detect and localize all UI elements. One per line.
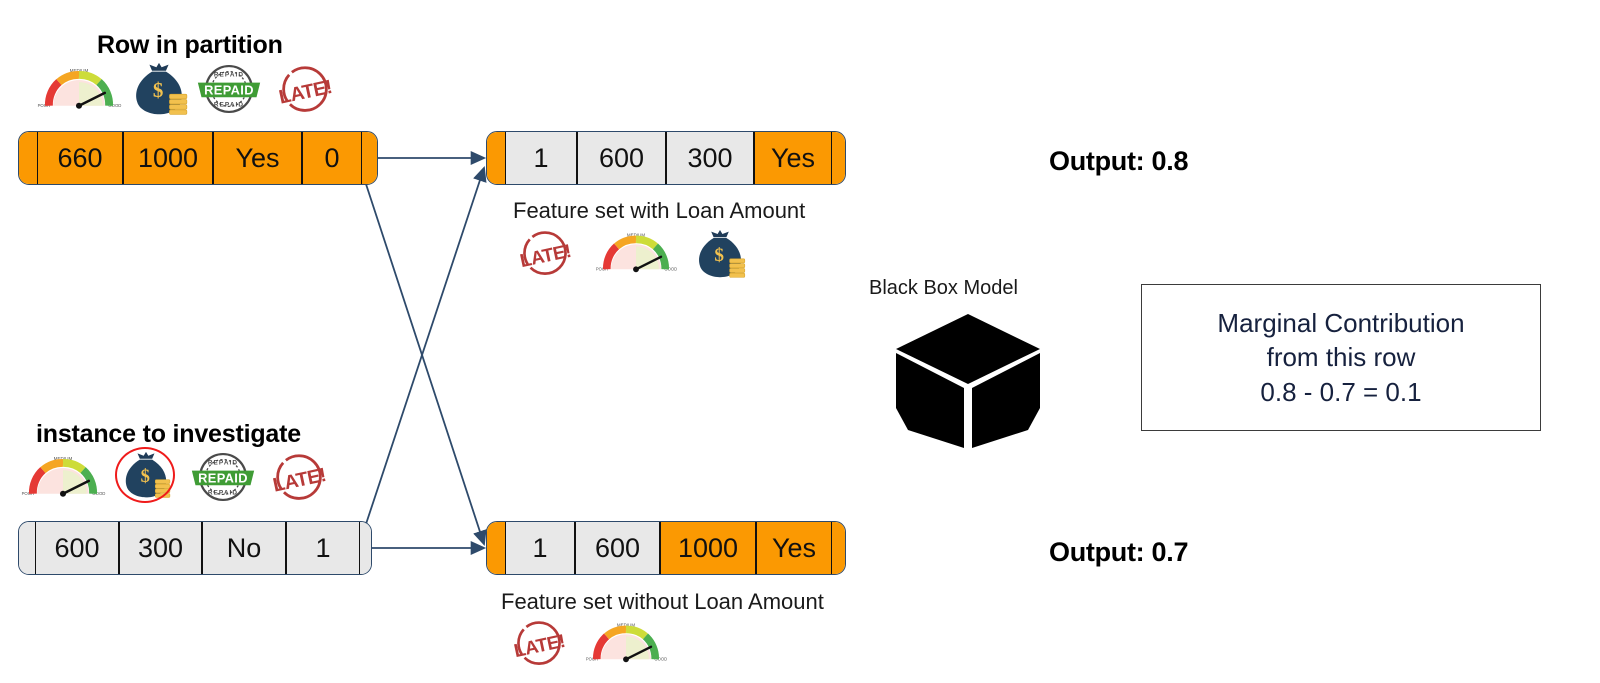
cell-loan-amount: 1000 <box>123 132 213 184</box>
late-stamp-icon: LATE! <box>268 452 330 504</box>
cell-credit-score: 600 <box>575 522 660 574</box>
feature-set-without-loan-icons: LATE! MEDIUM POOR GOOD <box>508 617 668 669</box>
cell-credit-score: 660 <box>37 132 123 184</box>
row-cap-right <box>362 132 377 184</box>
svg-text:MEDIUM: MEDIUM <box>54 456 73 461</box>
cell-repaid: Yes <box>754 132 832 184</box>
cell-repaid: No <box>202 522 286 574</box>
cell-late: 1 <box>505 132 577 184</box>
row-in-partition-title: Row in partition <box>97 31 283 59</box>
feature-set-with-loan-icons: LATE! MEDIUM POOR GOOD $ <box>514 227 746 279</box>
row-cap-left <box>487 522 505 574</box>
cell-loan-amount: 1000 <box>660 522 756 574</box>
svg-text:$: $ <box>153 78 163 102</box>
late-stamp-icon: LATE! <box>514 229 576 279</box>
repaid-stamp-icon: REPAID REPAID REPAID <box>190 450 256 504</box>
svg-text:$: $ <box>714 245 724 266</box>
cell-credit-score: 600 <box>577 132 666 184</box>
svg-text:MEDIUM: MEDIUM <box>627 233 645 238</box>
svg-text:MEDIUM: MEDIUM <box>617 623 635 628</box>
feature-set-with-loan-label: Feature set with Loan Amount <box>513 198 806 223</box>
money-bag-icon: $ <box>128 62 190 116</box>
marginal-contribution-line-2: from this row <box>1266 342 1416 373</box>
svg-text:REPAID: REPAID <box>204 83 254 98</box>
svg-text:REPAID: REPAID <box>214 101 244 108</box>
black-box-model-cube <box>893 312 1043 450</box>
svg-text:GOOD: GOOD <box>654 657 667 662</box>
credit-gauge-icon: MEDIUM POOR GOOD <box>20 452 106 504</box>
row-cap-right <box>360 522 371 574</box>
feature-set-without-loan-row: 1 600 1000 Yes <box>486 521 846 575</box>
svg-text:REPAID: REPAID <box>208 489 238 496</box>
late-stamp-icon: LATE! <box>508 619 570 669</box>
arrow-partition-to-without-loan <box>363 177 487 547</box>
cell-loan-amount: 300 <box>666 132 754 184</box>
instance-to-investigate-title: instance to investigate <box>36 420 301 448</box>
feature-set-without-loan-label: Feature set without Loan Amount <box>501 589 824 614</box>
feature-set-with-loan-row: 1 600 300 Yes <box>486 131 846 185</box>
credit-gauge-icon: MEDIUM POOR GOOD <box>36 64 122 116</box>
svg-text:MEDIUM: MEDIUM <box>70 68 89 73</box>
late-stamp-icon: LATE! <box>274 64 336 116</box>
cell-loan-amount: 300 <box>119 522 202 574</box>
partition-row-icons: MEDIUM POOR GOOD $ <box>36 58 376 116</box>
credit-gauge-icon: MEDIUM POOR GOOD <box>584 619 668 669</box>
cell-late: 1 <box>286 522 360 574</box>
row-cap-left <box>19 132 37 184</box>
svg-text:POOR: POOR <box>38 103 51 108</box>
marginal-contribution-box: Marginal Contribution from this row 0.8 … <box>1141 284 1541 431</box>
svg-text:REPAID: REPAID <box>198 471 248 486</box>
money-bag-icon-highlighted: $ <box>114 446 182 504</box>
svg-text:REPAID: REPAID <box>208 460 238 467</box>
svg-text:GOOD: GOOD <box>664 267 677 272</box>
svg-text:POOR: POOR <box>596 267 608 272</box>
svg-text:REPAID: REPAID <box>214 72 244 79</box>
money-bag-icon: $ <box>692 229 748 279</box>
black-box-model-label: Black Box Model <box>869 277 1018 299</box>
marginal-contribution-line-3: 0.8 - 0.7 = 0.1 <box>1260 376 1422 407</box>
credit-gauge-icon: MEDIUM POOR GOOD <box>594 229 678 279</box>
repaid-stamp-icon: REPAID REPAID REPAID <box>196 62 262 116</box>
partition-data-row: 660 1000 Yes 0 <box>18 131 378 185</box>
highlight-ring <box>115 447 175 503</box>
marginal-contribution-line-1: Marginal Contribution <box>1217 308 1465 339</box>
row-cap-left <box>19 522 35 574</box>
instance-data-row: 600 300 No 1 <box>18 521 372 575</box>
svg-text:GOOD: GOOD <box>92 491 105 496</box>
arrow-instance-to-with-loan <box>365 165 487 525</box>
cell-late: 1 <box>505 522 575 574</box>
row-cap-right <box>832 132 845 184</box>
output-top-value: Output: 0.8 <box>1049 146 1189 176</box>
cell-repaid: Yes <box>213 132 302 184</box>
cell-late: 0 <box>302 132 362 184</box>
cell-repaid: Yes <box>756 522 832 574</box>
row-cap-right <box>832 522 845 574</box>
svg-text:POOR: POOR <box>586 657 598 662</box>
instance-row-icons: MEDIUM POOR GOOD $ <box>20 446 360 504</box>
cell-credit-score: 600 <box>35 522 119 574</box>
row-cap-left <box>487 132 505 184</box>
svg-text:GOOD: GOOD <box>108 103 121 108</box>
svg-text:POOR: POOR <box>22 491 35 496</box>
output-bottom-value: Output: 0.7 <box>1049 537 1189 567</box>
